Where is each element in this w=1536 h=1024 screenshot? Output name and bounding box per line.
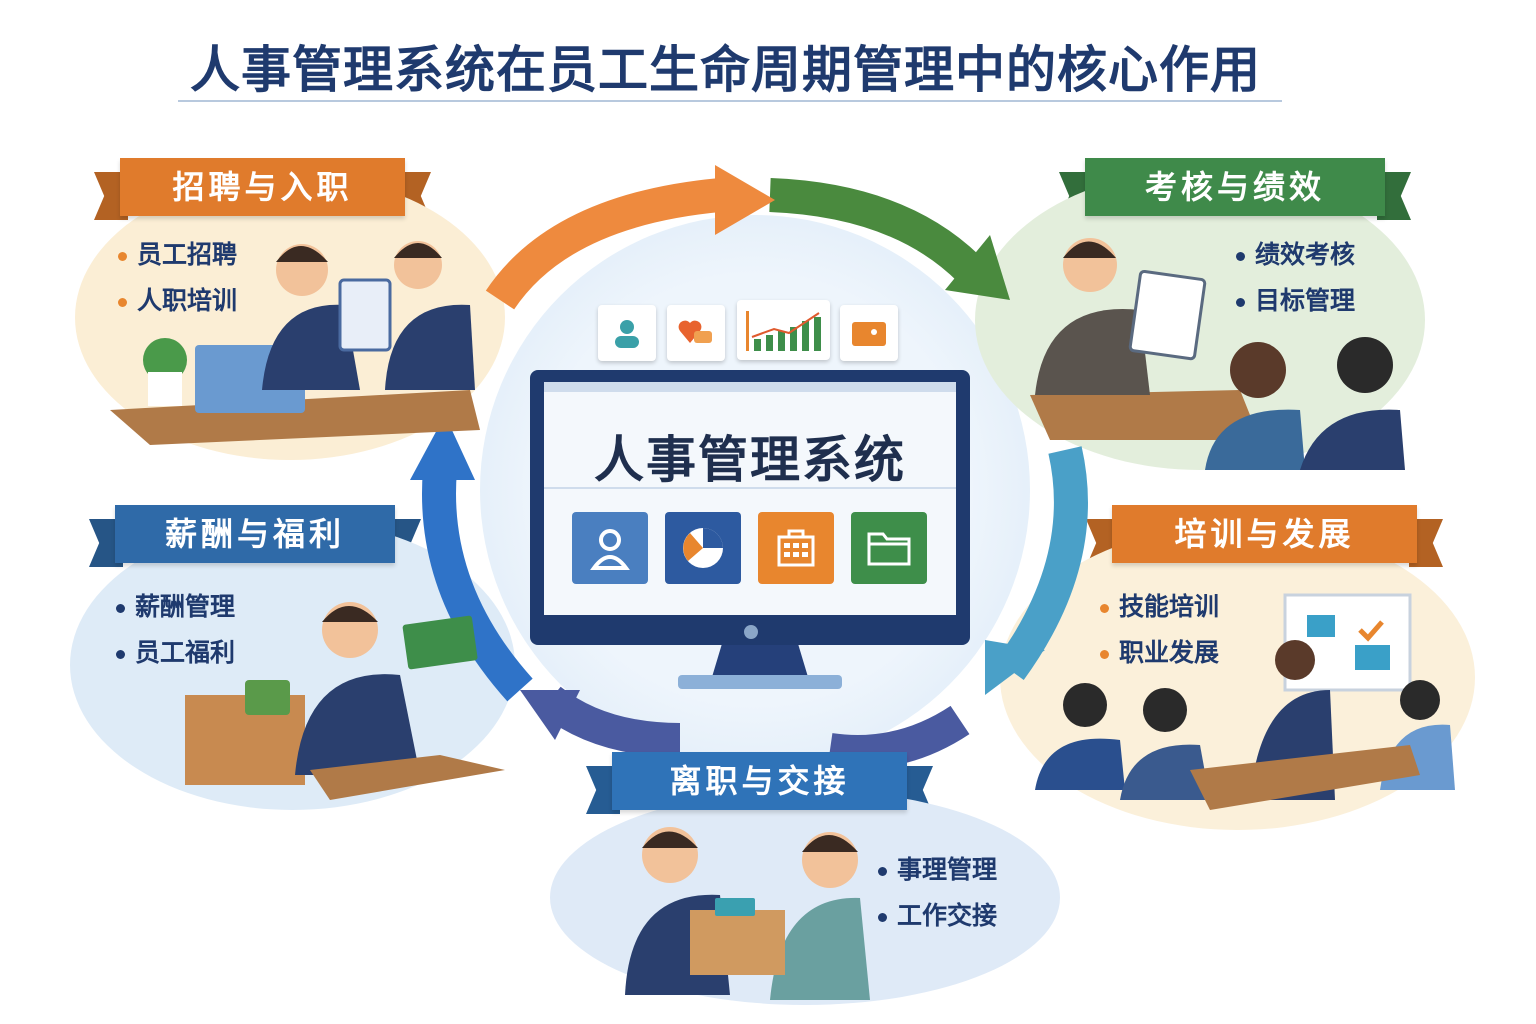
stage-banner-offboarding: 离职与交接 [612,752,907,810]
list-item: 绩效考核 [1236,232,1355,278]
arrow-training-to-offboard [827,705,970,769]
arrowhead-blue [410,415,475,480]
list-item-text: 员工招聘 [137,240,238,269]
list-item-text: 职业发展 [1119,638,1220,667]
arrow-comp-to-recruit [422,468,533,702]
list-item-text: 事理管理 [897,855,998,884]
recruitment-list: 员工招聘 人职培训 [118,232,237,324]
list-item: 员工福利 [116,630,235,676]
training-list: 技能培训 职业发展 [1100,584,1219,676]
user-icon[interactable] [572,512,648,584]
chat-heart-icon [667,305,725,361]
list-item: 技能培训 [1100,584,1219,630]
list-item: 工作交接 [878,893,997,939]
list-item-text: 人职培训 [137,286,238,315]
stage-banner-training: 培训与发展 [1112,505,1417,563]
monitor: 人事管理系统 [530,370,970,645]
page-title: 人事管理系统在员工生命周期管理中的核心作用 [190,41,1261,99]
system-label: 人事管理系统 [594,431,906,489]
user-card-icon [598,305,656,361]
list-item: 职业发展 [1100,630,1219,676]
list-item-text: 员工福利 [135,638,236,667]
list-item: 事理管理 [878,847,997,893]
folder-icon[interactable] [851,512,927,584]
monitor-stand [712,645,808,677]
arrow-recruit-to-perf-1 [485,178,722,310]
arrowhead-teal [985,640,1045,695]
folder-card-icon [840,305,898,361]
list-item-text: 绩效考核 [1255,240,1356,269]
stage-banner-compensation: 薪酬与福利 [115,505,395,563]
title-divider [178,100,1282,102]
offboarding-list: 事理管理 工作交接 [878,847,997,939]
list-item: 员工招聘 [118,232,237,278]
list-item: 薪酬管理 [116,584,235,630]
list-item-text: 工作交接 [897,901,998,930]
pie-chart-icon[interactable] [665,512,741,584]
list-item: 人职培训 [118,278,237,324]
bar-chart-icon [737,300,830,360]
stage-banner-recruitment: 招聘与入职 [120,158,405,216]
list-item-text: 技能培训 [1119,592,1220,621]
power-dot [744,625,758,639]
list-item: 目标管理 [1236,278,1355,324]
compensation-list: 薪酬管理 员工福利 [116,584,235,676]
list-item-text: 目标管理 [1255,286,1356,315]
list-item-text: 薪酬管理 [135,592,236,621]
arrow-perf-to-training [996,446,1088,680]
arrow-recruit-to-perf-2 [769,178,983,283]
calendar-icon[interactable] [758,512,834,584]
stage-banner-performance: 考核与绩效 [1085,158,1385,216]
performance-list: 绩效考核 目标管理 [1236,232,1355,324]
monitor-base [678,675,842,689]
arrowhead-indigo [520,690,580,740]
arrowhead-orange [715,165,775,235]
arrowhead-green [945,235,1010,300]
